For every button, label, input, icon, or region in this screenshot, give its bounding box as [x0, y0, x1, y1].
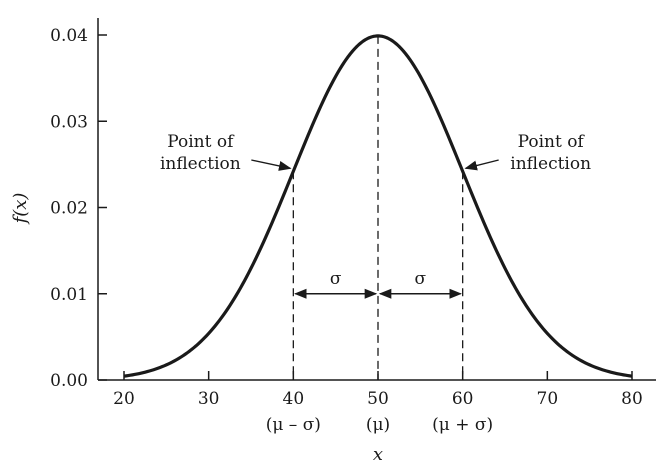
curve-layer [123, 34, 633, 378]
x-tick-label: 80 [621, 389, 643, 409]
annotation-line-1: Point of [518, 132, 586, 152]
y-tick-label: 0.03 [50, 112, 88, 132]
annotation-arrow [464, 159, 499, 171]
annotation-line-2: inflection [510, 154, 591, 174]
x-axis-title: x [373, 444, 383, 465]
axis-labels: (μ – σ) (μ) (μ + σ) x f(x) [10, 193, 493, 465]
annotation-arrow [251, 159, 292, 171]
y-tick-label: 0.02 [50, 199, 88, 219]
axes: 0.00 0.01 0.02 0.03 0.04 20 30 40 50 60 70 80 [50, 18, 656, 409]
x-tick-label: 20 [113, 389, 135, 409]
sigma-label: σ [330, 269, 342, 289]
y-axis-title: f(x) [10, 193, 31, 226]
y-tick-label: 0.04 [50, 26, 88, 46]
x-tick-label: 40 [283, 389, 305, 409]
annotation-line-1: Point of [167, 132, 235, 152]
x-tick-label: 50 [367, 389, 389, 409]
x-sublabel: (μ + σ) [432, 415, 493, 435]
y-tick-label: 0.00 [50, 371, 88, 391]
density-curve [123, 34, 633, 378]
y-tick-label: 0.01 [50, 285, 88, 305]
x-tick-label: 70 [537, 389, 559, 409]
x-tick-label: 60 [452, 389, 474, 409]
annotation-line-2: inflection [160, 154, 241, 174]
x-tick-label: 30 [198, 389, 220, 409]
x-sublabel: (μ) [366, 415, 390, 435]
x-sublabel: (μ – σ) [266, 415, 321, 435]
sigma-label: σ [415, 269, 427, 289]
